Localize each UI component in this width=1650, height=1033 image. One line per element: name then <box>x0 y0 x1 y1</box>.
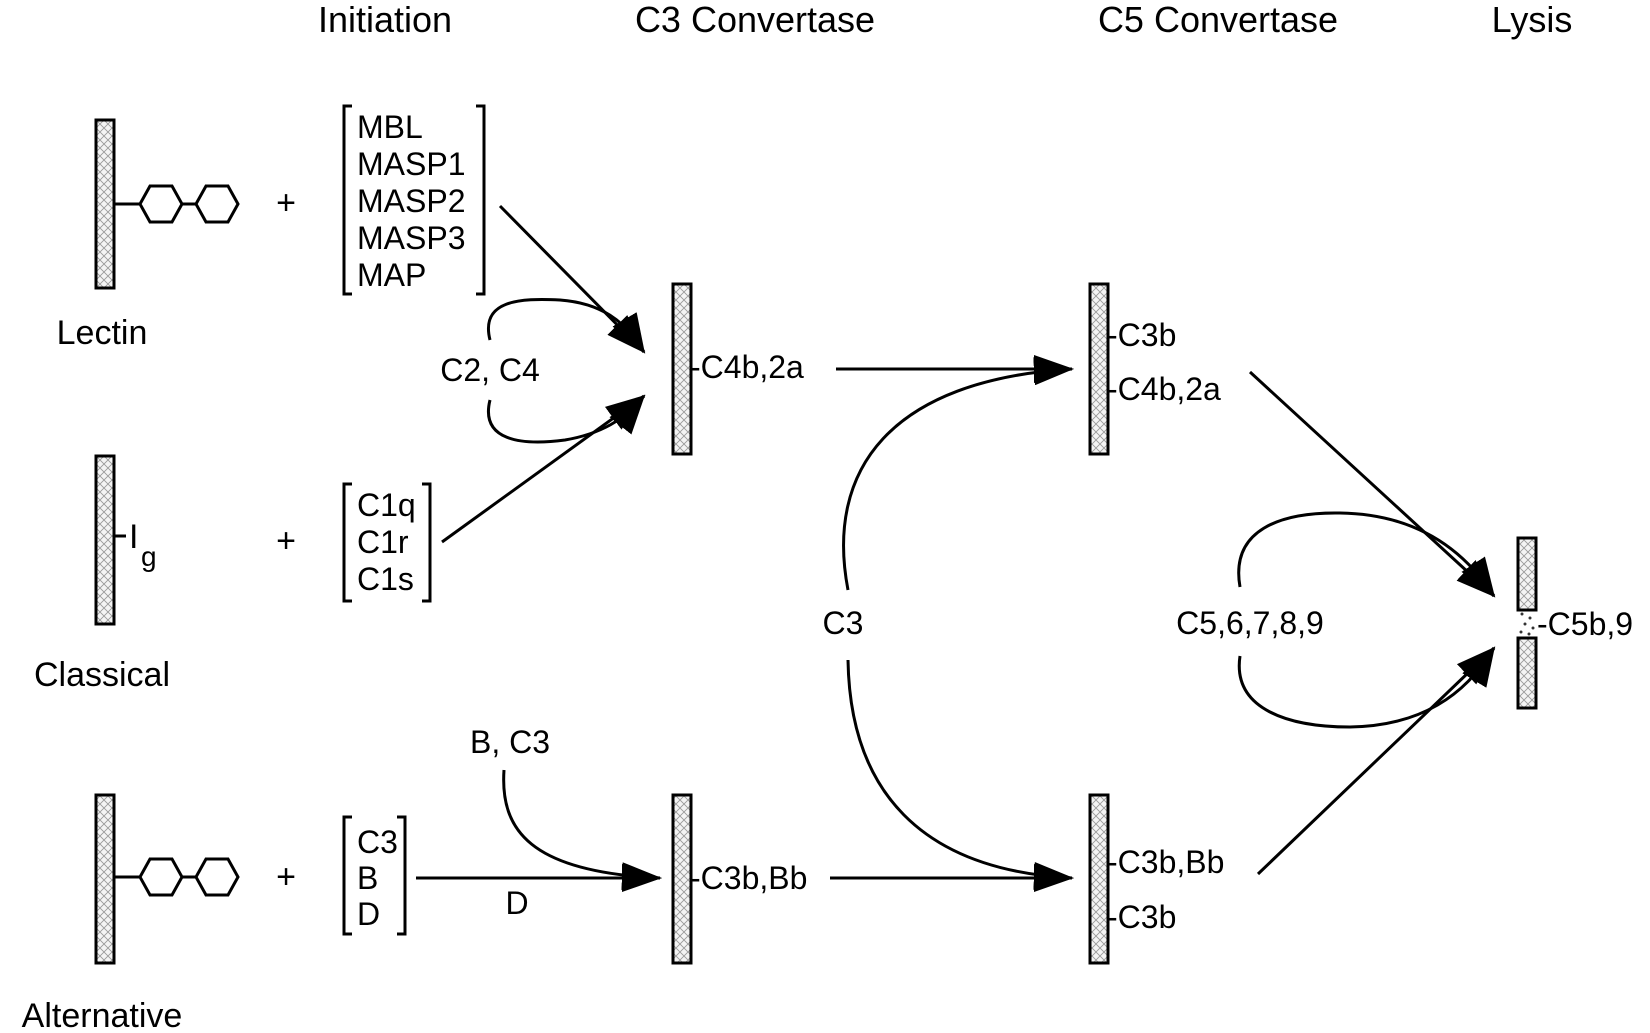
alternative-component-d: D <box>357 896 380 932</box>
classical-pathway-label: Classical <box>34 656 170 694</box>
c5-top-c4b2a-label: -C4b,2a <box>1107 371 1221 407</box>
b-c3-consumption-curve <box>502 769 662 891</box>
lectin-membrane <box>94 118 116 290</box>
c3-label: C3 <box>823 605 864 641</box>
classical-component-c1r: C1r <box>357 524 409 560</box>
c5-c9-consumption-curve <box>1237 511 1496 598</box>
lectin-right-bracket <box>476 104 486 296</box>
lectin-sugar-hexagon <box>194 184 240 224</box>
alternative-membrane <box>94 793 116 965</box>
lectin-to-c3-convertase-arrow <box>498 204 646 354</box>
classical-to-c3-convertase-arrow <box>441 394 646 544</box>
header-lysis: Lysis <box>1492 0 1573 40</box>
lectin-component-mbl: MBL <box>357 109 423 145</box>
alternative-sugar-hexagon <box>138 857 184 897</box>
c5-c9-label: C5,6,7,8,9 <box>1176 605 1324 641</box>
c3-consumption-curve <box>846 659 1074 890</box>
ig-label: I <box>129 518 138 556</box>
c5-c9-consumption-curve <box>1237 646 1496 729</box>
lysis-membrane-upper <box>1516 536 1538 612</box>
lectin-component-map: MAP <box>357 257 426 293</box>
c2-c4-label: C2, C4 <box>440 352 540 388</box>
d-label: D <box>505 885 528 921</box>
c4b2a-complex-label: -C4b,2a <box>690 349 804 385</box>
membrane-pore <box>1519 612 1535 636</box>
classical-component-c1s: C1s <box>357 561 414 597</box>
c5-convertase-to-lysis-arrow <box>1256 646 1496 876</box>
c5b9-complex-label: -C5b,9 <box>1537 606 1633 642</box>
c3-convertase-classical-membrane <box>671 282 693 456</box>
header-initiation: Initiation <box>318 0 452 40</box>
b-c3-label: B, C3 <box>470 724 550 760</box>
alternative-right-bracket <box>397 815 407 936</box>
lectin-component-masp2: MASP2 <box>357 183 465 219</box>
alternative-sugar-hexagon <box>194 857 240 897</box>
ig-subscript: g <box>141 541 157 572</box>
classical-plus-sign: + <box>276 522 296 560</box>
c2-c4-consumption-curve <box>487 297 646 354</box>
c5-convertase-alternative-membrane <box>1088 793 1110 965</box>
c2-c4-consumption-curve <box>487 394 646 444</box>
c5-bottom-c3bbb-label: -C3b,Bb <box>1107 844 1224 880</box>
classical-right-bracket <box>422 482 432 603</box>
alternative-component-b: B <box>357 860 378 896</box>
classical-left-bracket <box>342 482 352 603</box>
lectin-left-bracket <box>342 104 352 296</box>
c5-top-c3b-label: -C3b <box>1107 317 1176 353</box>
classical-component-c1q: C1q <box>357 487 416 523</box>
c5-convertase-classical-membrane <box>1088 282 1110 456</box>
alternative-component-c3: C3 <box>357 824 398 860</box>
header-c5-convertase: C5 Convertase <box>1098 0 1338 40</box>
lectin-pathway-label: Lectin <box>57 314 148 352</box>
c5-bottom-c3b-label: -C3b <box>1107 899 1176 935</box>
lectin-plus-sign: + <box>276 184 296 222</box>
alternative-pathway-label: Alternative <box>22 997 183 1033</box>
alternative-left-bracket <box>342 815 352 936</box>
lysis-membrane-lower <box>1516 636 1538 710</box>
c3bbb-complex-label: -C3b,Bb <box>690 860 807 896</box>
c3-convertase-alternative-membrane <box>671 793 693 965</box>
lectin-component-masp1: MASP1 <box>357 146 465 182</box>
alternative-plus-sign: + <box>276 858 296 896</box>
c3-consumption-curve <box>842 357 1074 591</box>
header-c3-convertase: C3 Convertase <box>635 0 875 40</box>
lectin-component-masp3: MASP3 <box>357 220 465 256</box>
lectin-sugar-hexagon <box>138 184 184 224</box>
classical-membrane <box>94 454 116 626</box>
c5-convertase-to-lysis-arrow <box>1248 370 1496 598</box>
